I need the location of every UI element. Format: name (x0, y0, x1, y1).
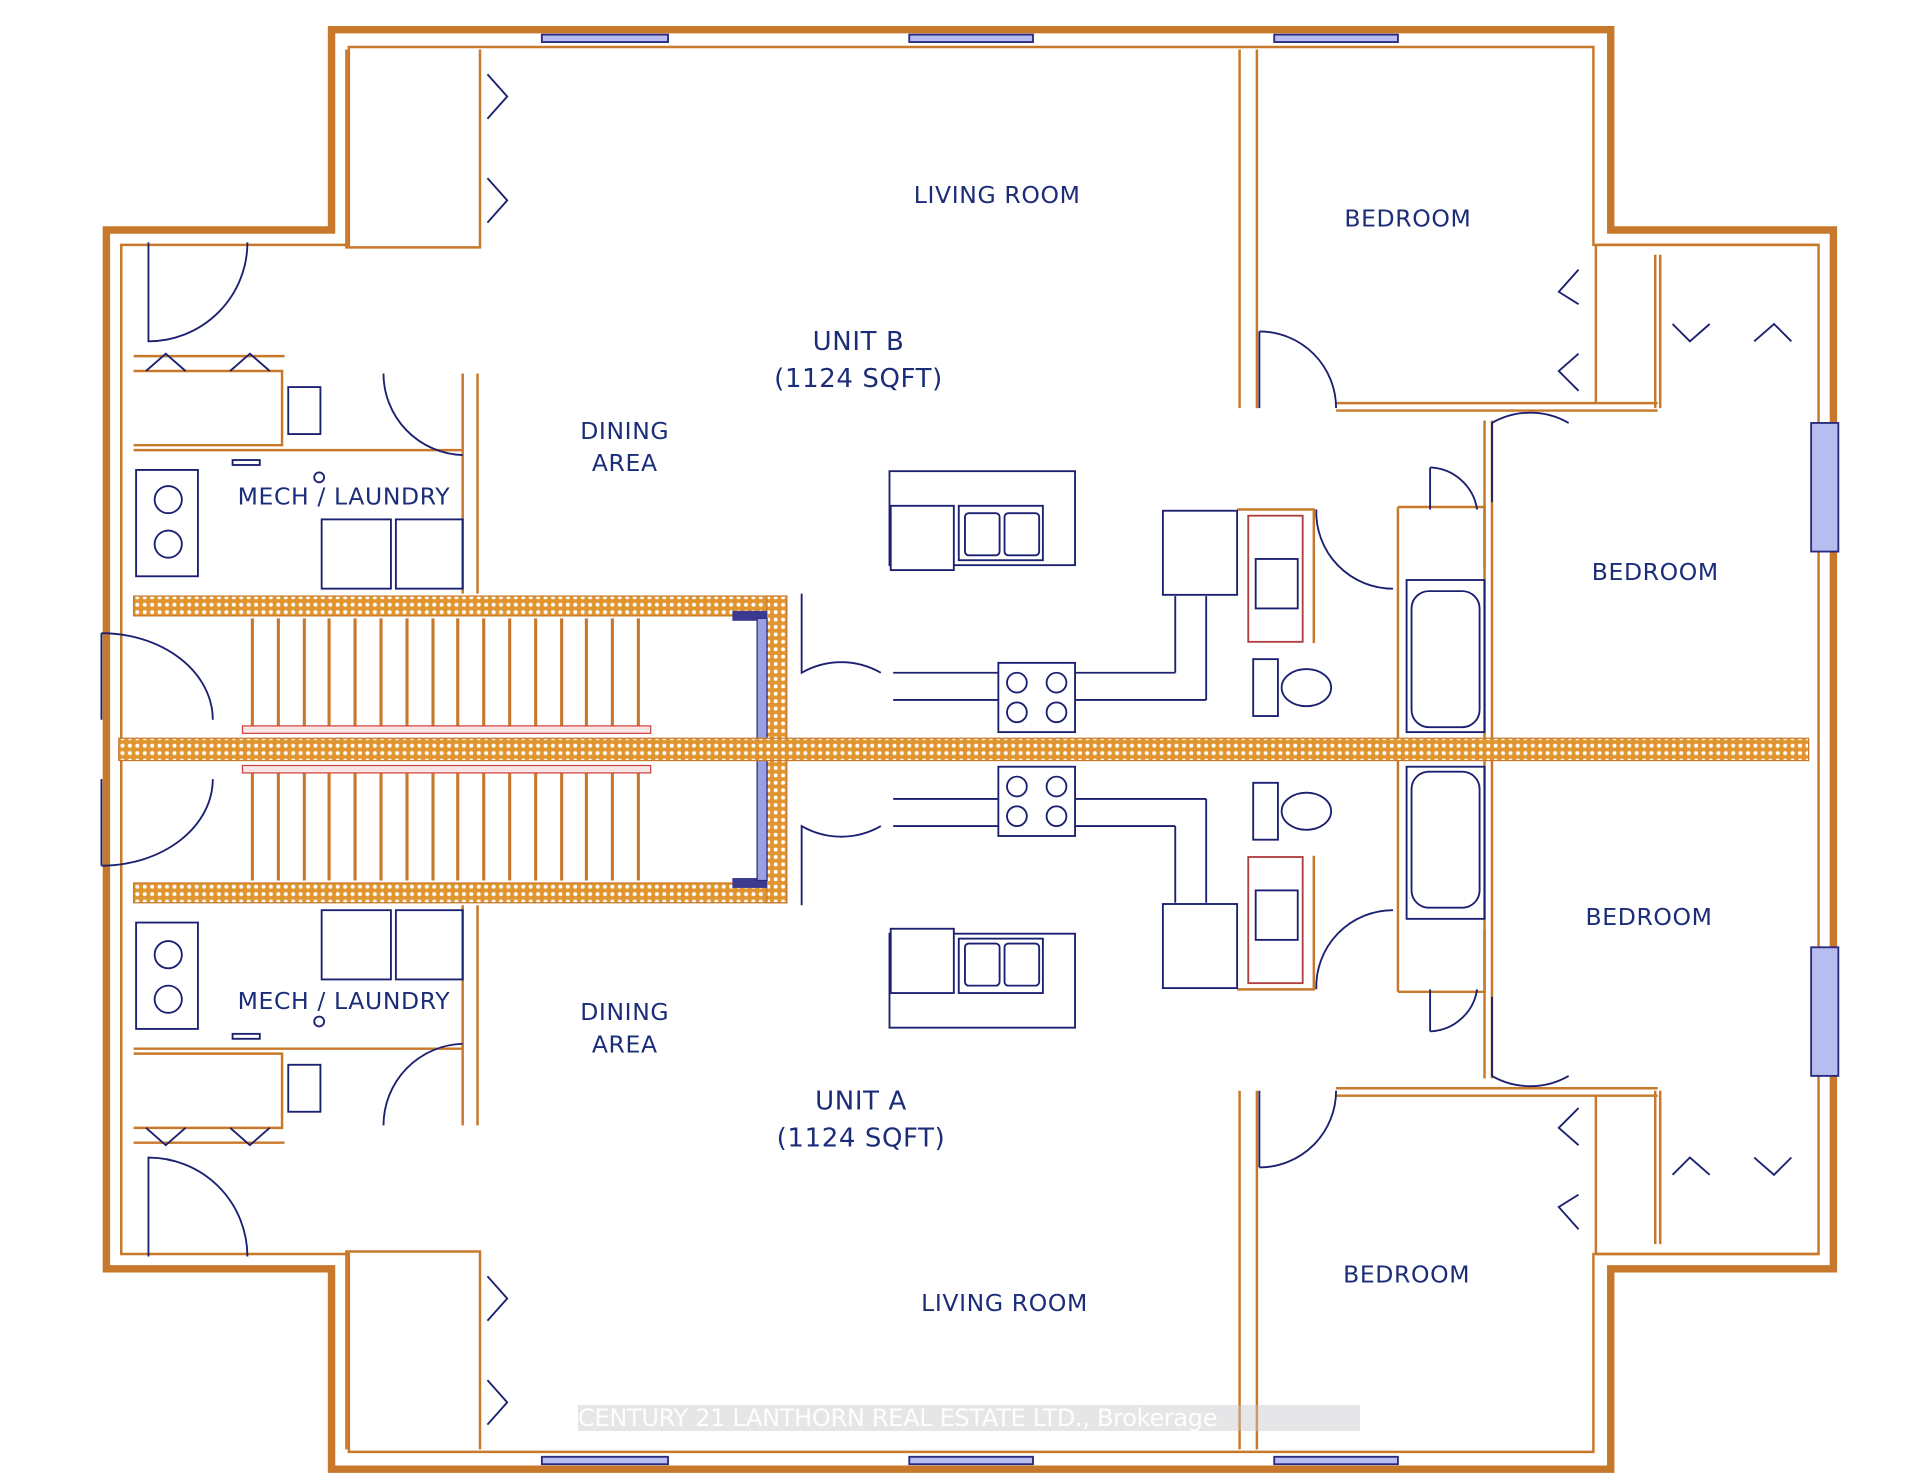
unit-b-mech-laundry-label: MECH / LAUNDRY (238, 483, 451, 511)
unit-b-bedroom-label: BEDROOM (1592, 558, 1719, 586)
unit-b-dining-label: DINING (580, 417, 669, 445)
unit-a-bedroom-label: BEDROOM (1343, 1260, 1470, 1288)
watermark: CENTURY 21 LANTHORN REAL ESTATE LTD., Br… (578, 1405, 1360, 1431)
unit-a-living-room-label: LIVING ROOM (921, 1289, 1088, 1317)
unit-b-dining-label: AREA (592, 449, 658, 477)
unit-b-living-room-label: LIVING ROOM (914, 181, 1081, 209)
exterior-wall (102, 25, 1838, 1473)
unit-a-area: (1124 SQFT) (777, 1123, 946, 1153)
unit-a-dining-label: DINING (580, 998, 669, 1026)
party-wall (118, 737, 1810, 762)
unit-b-name: UNIT B (813, 327, 905, 357)
unit-a-bedroom-label: BEDROOM (1586, 903, 1713, 931)
unit-a-name: UNIT A (815, 1086, 907, 1116)
unit-b-bedroom-label: BEDROOM (1344, 204, 1471, 232)
unit-a-dining-label: AREA (592, 1030, 658, 1058)
unit-a-mech-laundry-label: MECH / LAUNDRY (238, 987, 451, 1015)
unit-b-area: (1124 SQFT) (774, 364, 943, 394)
